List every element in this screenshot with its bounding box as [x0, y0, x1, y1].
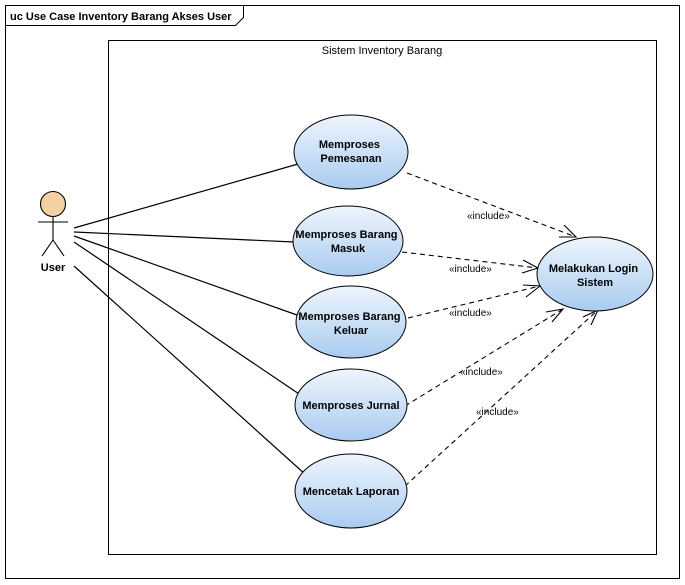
use-case-label: Melakukan Login Sistem	[549, 263, 641, 289]
include-dependency-4	[404, 308, 565, 407]
use-case-label: Memproses Barang Keluar	[298, 311, 403, 337]
use-case-label: Memproses Pemesanan	[319, 139, 383, 165]
use-case-memproses-jurnal[interactable]: Memproses Jurnal	[294, 368, 408, 442]
actor-name: User	[41, 262, 66, 274]
association-line	[73, 163, 299, 229]
use-case-memproses-pemesanan[interactable]: Memproses Pemesanan	[293, 114, 409, 190]
association-line	[73, 235, 298, 316]
actor-head	[39, 190, 67, 218]
frame-title: uc Use Case Inventory Barang Akses User	[10, 11, 232, 23]
frame-title-tab	[5, 5, 244, 26]
include-label-1: «include»	[467, 211, 510, 222]
include-label-3: «include»	[449, 308, 492, 319]
use-case-memproses-barang-keluar[interactable]: Memproses Barang Keluar	[295, 285, 407, 359]
use-case-label: Memproses Jurnal	[302, 400, 399, 412]
use-case-label: Memproses Barang Masuk	[295, 229, 400, 255]
system-title: Sistem Inventory Barang	[322, 45, 442, 57]
use-case-melakukan-login-sistem[interactable]: Melakukan Login Sistem	[536, 236, 654, 312]
use-case-memproses-barang-masuk[interactable]: Memproses Barang Masuk	[292, 205, 404, 277]
actor-right-leg	[52, 239, 65, 257]
include-dependency-1	[406, 172, 578, 238]
association-line	[73, 241, 306, 399]
include-label-4: «include»	[460, 367, 503, 378]
actor-left-leg	[41, 239, 54, 257]
actor-user[interactable]: User	[38, 190, 68, 275]
association-line	[73, 231, 295, 243]
use-case-mencetak-laporan[interactable]: Mencetak Laporan	[294, 453, 408, 529]
use-case-label: Mencetak Laporan	[303, 486, 400, 498]
association-line	[73, 265, 307, 476]
include-label-2: «include»	[449, 264, 492, 275]
include-label-5: «include»	[476, 407, 519, 418]
